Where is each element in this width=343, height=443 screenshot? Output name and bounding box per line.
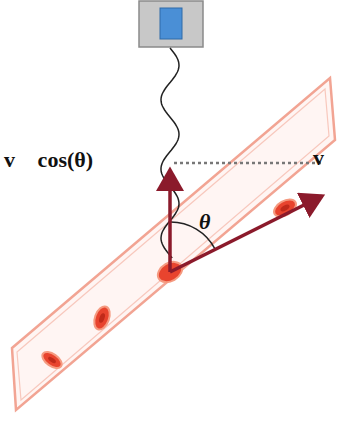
- velocity-component-label: v⃗ cos(θ): [4, 149, 93, 171]
- projection-line: [174, 162, 322, 165]
- blood-vessel: [12, 78, 335, 410]
- transducer: [139, 1, 203, 47]
- velocity-label: v⃗: [313, 147, 341, 169]
- velocity-arrow: [170, 196, 322, 272]
- transducer-element: [160, 8, 182, 39]
- angle-label: θ: [199, 211, 210, 233]
- velocity-component-arrow: [168, 170, 172, 272]
- vessel-wall: [17, 89, 329, 400]
